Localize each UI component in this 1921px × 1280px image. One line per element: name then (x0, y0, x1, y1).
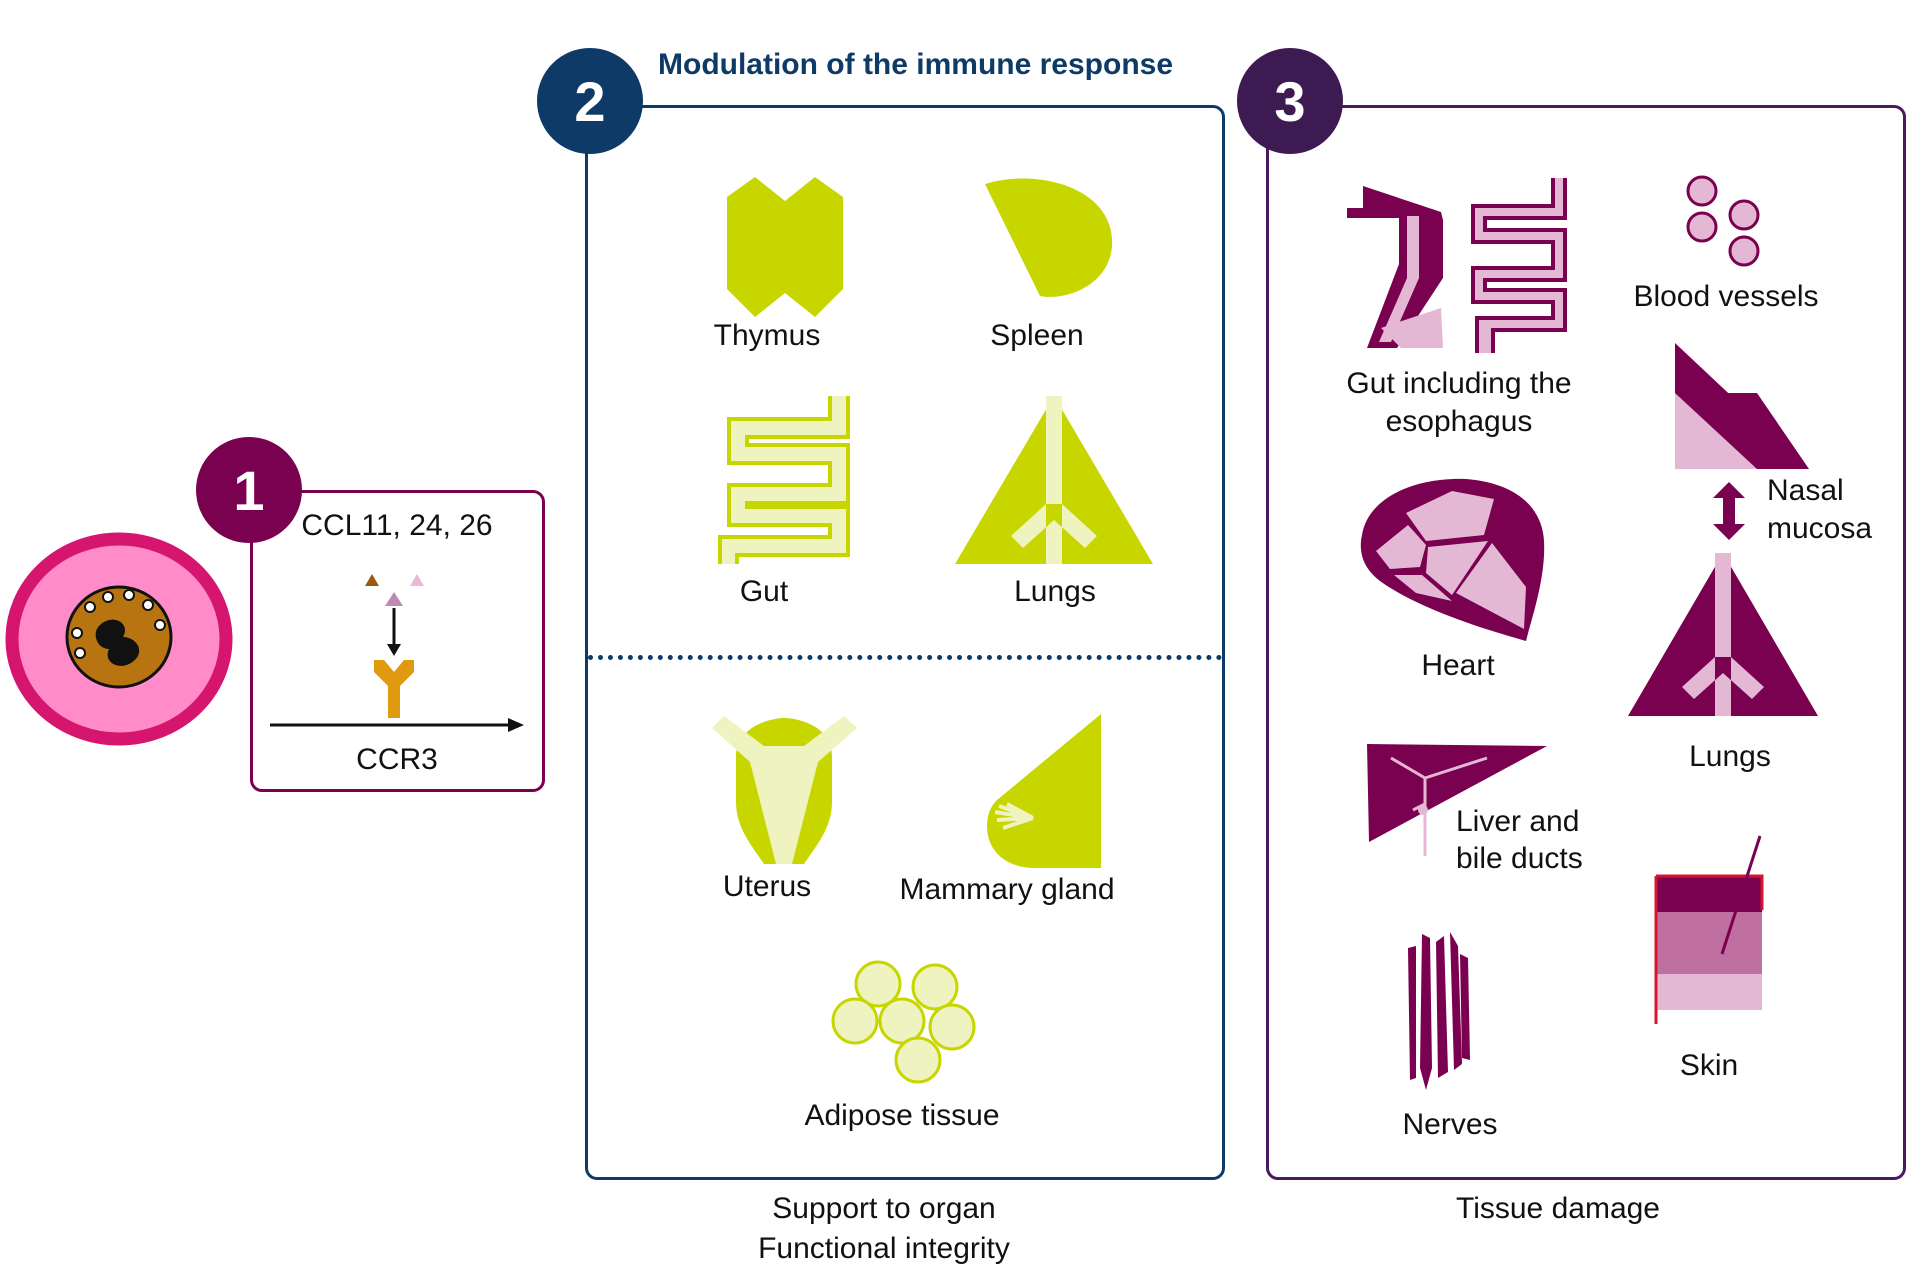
section-2-caption-line1: Support to organ (772, 1192, 996, 1225)
y-receptor-icon (374, 660, 414, 718)
adipose-tissue-icon (831, 960, 976, 1084)
gut-icon (718, 396, 850, 564)
liver-bile-ducts-icon (1367, 744, 1547, 856)
step-2-badge: 2 (537, 48, 643, 154)
tissue-damage-box (1266, 105, 1906, 1180)
double-arrow-icon (1713, 482, 1745, 540)
skin-icon (1654, 835, 1764, 1024)
ligands-label: CCL11, 24, 26 (301, 509, 493, 542)
esophagus-gut-icon (1347, 178, 1567, 353)
gut-label-2: Gut (739, 575, 789, 608)
gut-esophagus-label-line1: Gut including the (1346, 367, 1572, 400)
thymus-label: Thymus (713, 319, 821, 352)
thymus-icon (727, 177, 843, 317)
step-1-badge: 1 (196, 437, 302, 543)
ligand-brown-icon (365, 574, 379, 586)
lungs-damage-icon (1628, 553, 1818, 716)
receptor-label: CCR3 (356, 743, 438, 776)
heart-label: Heart (1421, 649, 1495, 682)
ligand-mauve-icon (385, 592, 403, 606)
liver-label-line1: Liver and (1456, 805, 1580, 838)
ligand-pink-icon (410, 574, 424, 586)
adipose-tissue-label: Adipose tissue (804, 1099, 1000, 1132)
lungs-damage-label: Lungs (1689, 740, 1771, 773)
uterus-icon (712, 716, 857, 864)
gut-esophagus-label-line2: esophagus (1385, 405, 1533, 438)
section-2-caption-line2: Functional integrity (758, 1232, 1010, 1265)
nerves-icon (1408, 932, 1470, 1090)
nerves-label: Nerves (1402, 1108, 1498, 1141)
blood-vessels-label: Blood vessels (1633, 280, 1819, 313)
nasal-mucosa-label-line2: mucosa (1767, 512, 1873, 545)
chemokine-receptor-icon (270, 574, 524, 732)
spleen-label: Spleen (990, 319, 1084, 352)
heart-icon (1360, 478, 1545, 641)
section-2-title: Modulation of the immune response (658, 48, 1174, 81)
mammary-gland-label: Mammary gland (899, 873, 1115, 906)
liver-label-line2: bile ducts (1456, 842, 1583, 875)
chemokine-box (250, 490, 545, 792)
eosinophil-cell-icon (5, 532, 233, 746)
uterus-label: Uterus (722, 870, 812, 903)
nasal-mucosa-icon (1675, 343, 1809, 469)
skin-label: Skin (1679, 1049, 1739, 1082)
section-3-caption: Tissue damage (1456, 1192, 1660, 1225)
lungs-icon (955, 396, 1153, 564)
spleen-icon (985, 178, 1113, 297)
lungs-label-2: Lungs (1014, 575, 1096, 608)
nasal-mucosa-label-line1: Nasal (1767, 474, 1844, 507)
step-3-badge: 3 (1237, 48, 1343, 154)
section-divider (588, 655, 1222, 660)
blood-vessels-icon (1686, 175, 1760, 267)
mammary-gland-icon (987, 714, 1101, 868)
